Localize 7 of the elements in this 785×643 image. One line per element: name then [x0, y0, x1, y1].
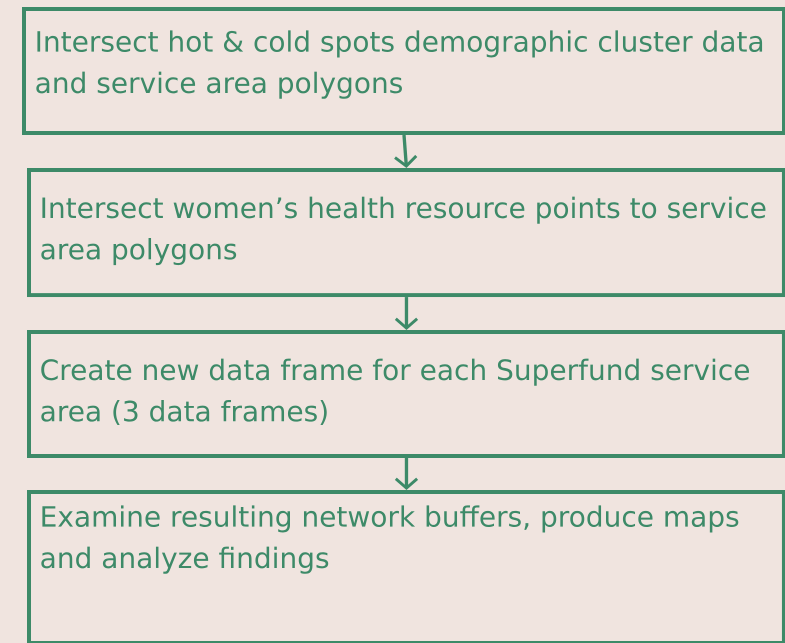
- process-box: Intersect women’s health resource points to service area polygons: [27, 168, 785, 298]
- arrow: [394, 297, 418, 330]
- arrow: [394, 134, 418, 168]
- process-box: Create new data frame for each Superfund service area (3 data frames): [27, 330, 785, 458]
- arrow: [394, 458, 418, 490]
- process-box: Intersect hot & cold spots demographic cluster data and service area polygons: [22, 7, 785, 135]
- process-box: Examine resulting network buffers, produce maps and analyze findings: [27, 490, 785, 643]
